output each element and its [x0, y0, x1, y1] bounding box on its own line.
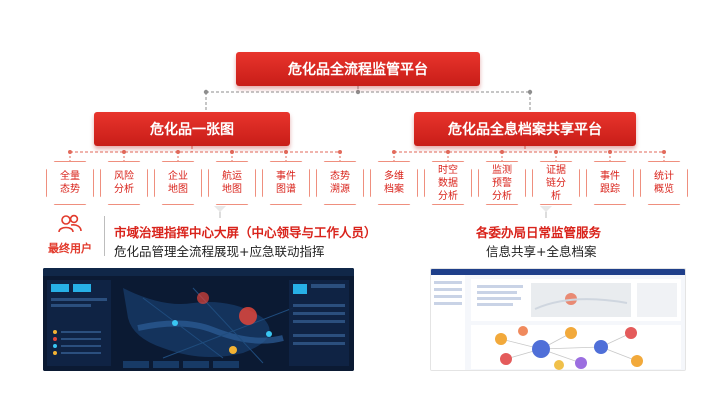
right-chip-dot-5	[662, 150, 666, 154]
right-chip-3: 证据链分析	[532, 161, 580, 205]
left-chip-2: 企业地图	[154, 161, 202, 205]
left-chip-dot-1	[122, 150, 126, 154]
right-caption-subtitle: 信息共享+全息档案	[486, 244, 597, 259]
left-chip-dot-5	[338, 150, 342, 154]
right-branch-banner: 危化品全息档案共享平台	[414, 112, 636, 146]
right-chip-4-line-0: 事件	[600, 171, 620, 182]
right-chip-0: 多维档案	[370, 161, 418, 205]
right-chip-3-line-0: 证据	[546, 164, 566, 176]
left-chip-0: 全量态势	[46, 161, 94, 205]
right-chip-0-line-1: 档案	[384, 184, 404, 195]
left-chip-dot-3	[230, 150, 234, 154]
right-chip-2-line-0: 监测	[492, 164, 512, 176]
right-chip-5-line-1: 概览	[654, 184, 674, 195]
left-chip-0-line-0: 全量	[60, 171, 80, 182]
platform-title-banner: 危化品全流程监管平台	[236, 52, 480, 86]
command-center-screenshot	[43, 268, 354, 371]
left-caption-title: 市域治理指挥中心大屏（中心领导与工作人员）	[114, 225, 377, 240]
users-icon	[58, 214, 82, 233]
right-chip-dot-3	[554, 150, 558, 154]
left-chip-dot-2	[176, 150, 180, 154]
right-chip-3-line-1: 链分	[546, 177, 566, 189]
left-chip-3-line-1: 地图	[222, 184, 242, 195]
left-chip-5-line-0: 态势	[330, 171, 350, 182]
left-chip-2-line-0: 企业	[168, 171, 188, 182]
right-chip-4: 事件跟踪	[586, 161, 634, 205]
left-caption-subtitle: 危化品管理全流程展现+应急联动指挥	[114, 244, 325, 259]
right-chip-3-line-2: 析	[551, 190, 561, 202]
left-chip-5: 态势溯源	[316, 161, 364, 205]
right-chip-dot-1	[446, 150, 450, 154]
right-chip-5: 统计概览	[640, 161, 688, 205]
left-branch-title: 危化品一张图	[150, 122, 234, 138]
right-chip-0-line-0: 多维	[384, 171, 404, 182]
right-chip-1-line-0: 时空	[438, 164, 458, 176]
end-user-block: 最终用户	[40, 214, 100, 256]
left-chip-dot-4	[284, 150, 288, 154]
right-chip-2: 监测预警分析	[478, 161, 526, 205]
end-user-label: 最终用户	[48, 242, 92, 255]
right-chip-dot-4	[608, 150, 612, 154]
dashboard-map-image	[43, 268, 354, 371]
right-chip-1: 时空数据分析	[424, 161, 472, 205]
right-chip-dot-0	[392, 150, 396, 154]
left-chip-1: 风险分析	[100, 161, 148, 205]
left-chip-4: 事件图谱	[262, 161, 310, 205]
left-chip-2-line-1: 地图	[168, 184, 188, 195]
right-chip-2-line-1: 预警	[492, 177, 512, 189]
left-chip-5-line-1: 溯源	[330, 184, 350, 195]
left-chip-0-line-1: 态势	[60, 184, 80, 195]
caption-divider	[104, 216, 105, 256]
left-chip-4-line-1: 图谱	[276, 184, 296, 195]
right-chip-5-line-0: 统计	[654, 171, 674, 182]
right-caption-title: 各委办局日常监管服务	[476, 225, 602, 240]
right-chip-dot-2	[500, 150, 504, 154]
right-chip-1-line-1: 数据	[438, 177, 458, 189]
right-chip-4-line-1: 跟踪	[600, 184, 620, 195]
left-chip-1-line-0: 风险	[114, 171, 134, 182]
archive-platform-screenshot	[430, 268, 686, 371]
left-chip-4-line-0: 事件	[276, 171, 296, 182]
platform-title: 危化品全流程监管平台	[288, 62, 428, 78]
left-chip-dot-0	[68, 150, 72, 154]
left-chip-3-line-0: 航运	[222, 171, 242, 182]
right-chip-1-line-2: 分析	[438, 190, 458, 202]
right-chip-2-line-2: 分析	[492, 190, 512, 202]
left-chip-3: 航运地图	[208, 161, 256, 205]
web-app-image	[431, 269, 685, 370]
left-branch-banner: 危化品一张图	[94, 112, 290, 146]
right-branch-title: 危化品全息档案共享平台	[448, 122, 602, 138]
left-chip-1-line-1: 分析	[114, 184, 134, 195]
